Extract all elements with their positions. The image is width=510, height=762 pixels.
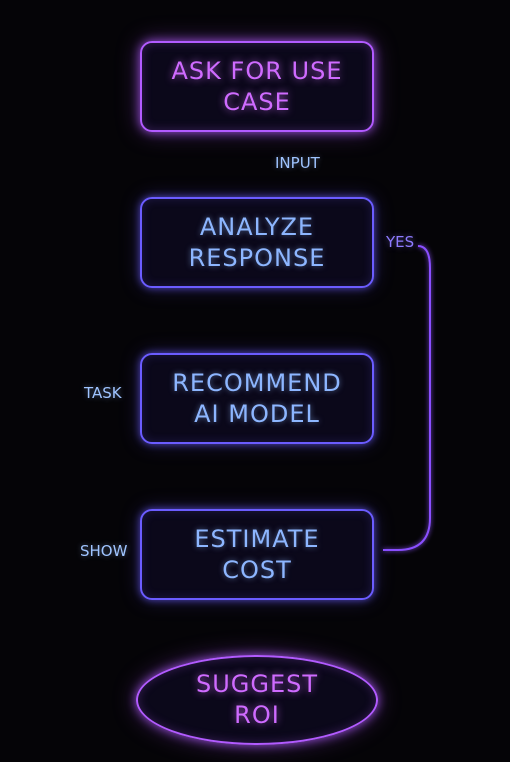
analyze-response-line-2: RESPONSE	[188, 243, 326, 272]
suggest-roi-line-1: SUGGEST	[195, 670, 319, 698]
recommend-ai-model-node: RECOMMEND AI MODEL	[140, 353, 374, 444]
ask-for-use-case-line-1: ASK FOR USE	[171, 56, 343, 85]
suggest-roi-line-2: ROI	[234, 701, 280, 729]
loop-connector-yes	[383, 245, 431, 551]
show-side-label: SHOW	[80, 542, 128, 560]
analyze-response-node: ANALYZE RESPONSE	[140, 197, 374, 288]
estimate-cost-line-1: ESTIMATE	[194, 524, 320, 553]
yes-edge-label: YES	[386, 233, 415, 251]
analyze-response-line-1: ANALYZE	[199, 212, 315, 241]
estimate-cost-node: ESTIMATE COST	[140, 509, 374, 600]
estimate-cost-line-2: COST	[222, 555, 292, 584]
task-side-label: TASK	[84, 384, 122, 402]
suggest-roi-node: SUGGEST ROI	[136, 655, 378, 745]
input-edge-label: INPUT	[275, 154, 320, 172]
ask-for-use-case-node: ASK FOR USE CASE	[140, 41, 374, 132]
ask-for-use-case-line-2: CASE	[223, 87, 291, 116]
recommend-ai-model-line-1: RECOMMEND	[172, 368, 342, 397]
recommend-ai-model-line-2: AI MODEL	[194, 399, 320, 428]
